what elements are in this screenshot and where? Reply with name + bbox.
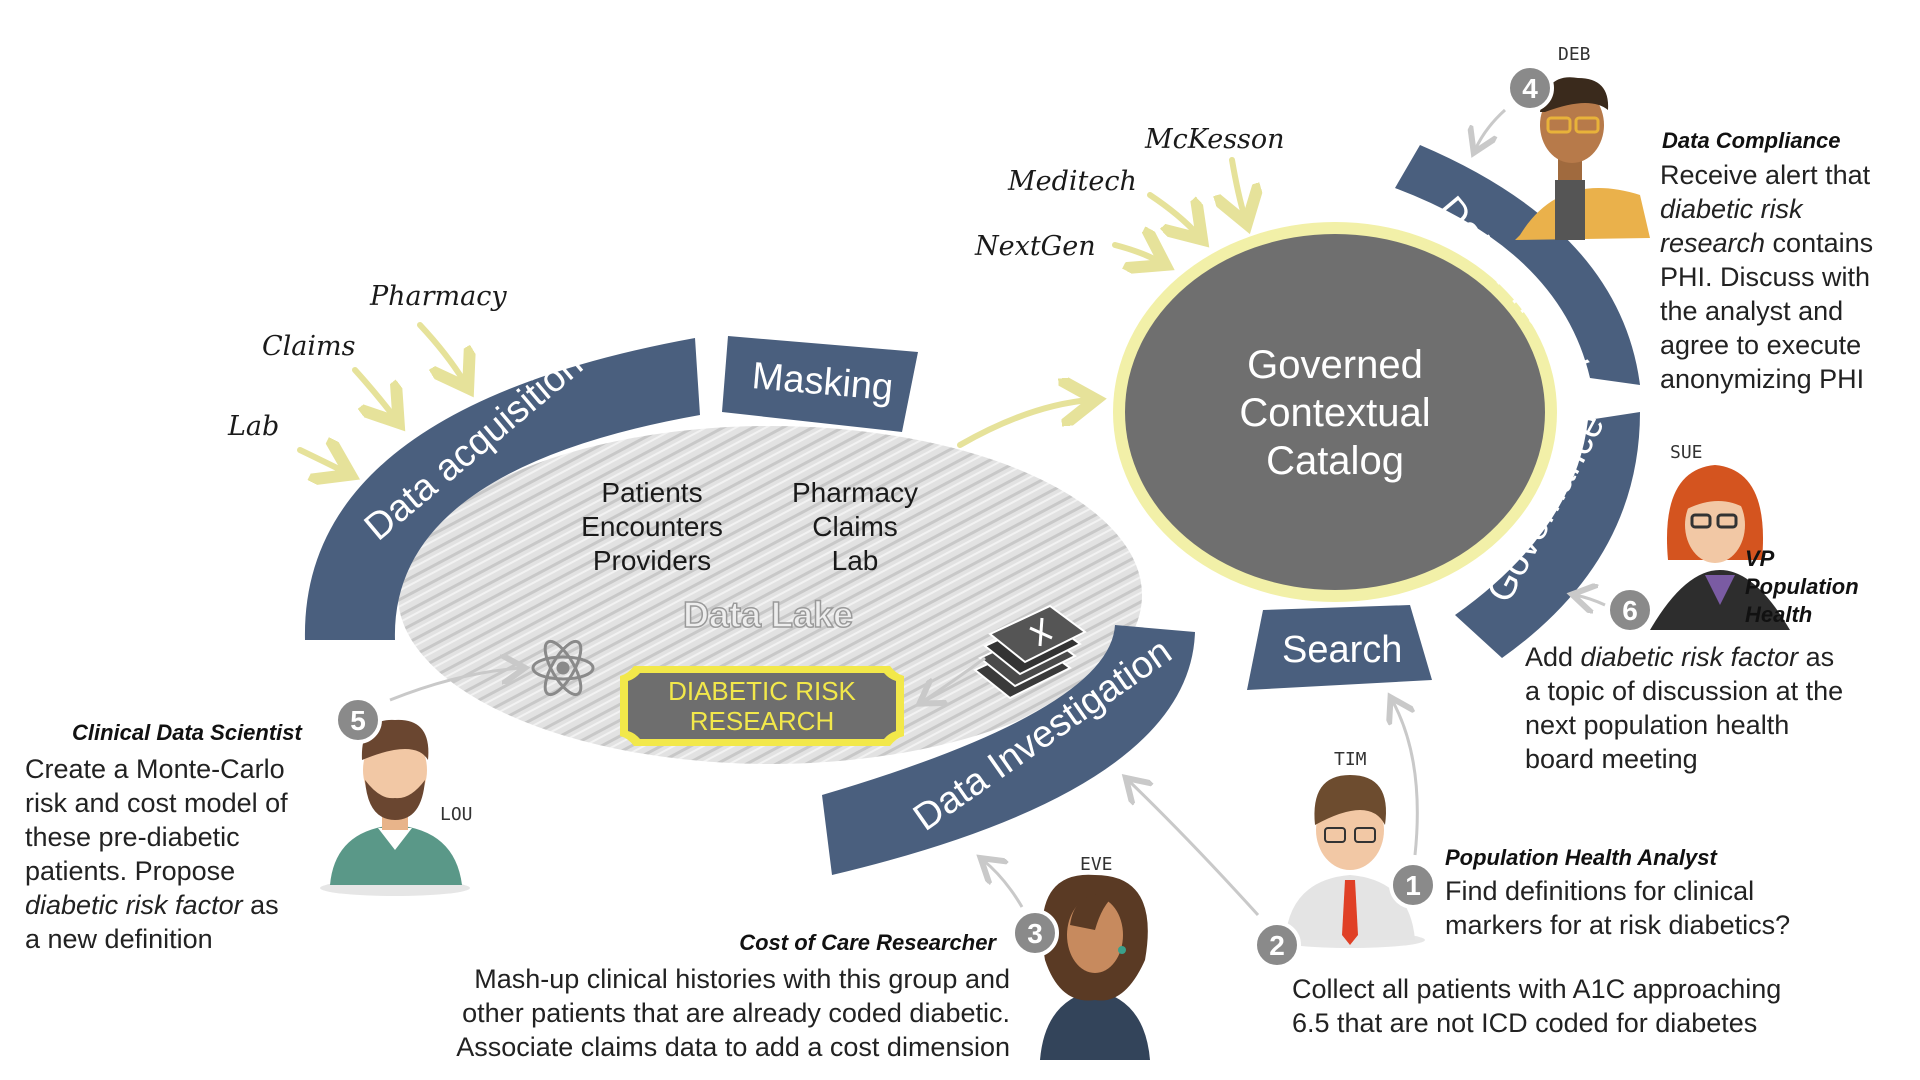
step-6-badge: 6: [1606, 586, 1654, 634]
desc-emphasis: diabetic risk: [1660, 194, 1803, 224]
step-3-badge: 3: [1011, 909, 1059, 957]
desc-line: Create a Monte-Carlo: [25, 754, 285, 784]
desc-line: agree to execute: [1660, 330, 1862, 360]
source-mckesson: McKesson: [1144, 124, 1285, 155]
person-tim-name: TIM: [1334, 749, 1367, 770]
source-pharmacy: Pharmacy: [369, 281, 507, 312]
desc-line: other patients that are already coded di…: [462, 998, 1010, 1028]
document-stack-icon: [973, 604, 1087, 700]
step-1-number: 1: [1405, 870, 1421, 901]
atom-icon: [531, 639, 595, 697]
desc-line: research contains: [1660, 226, 1873, 260]
person-deb-name: DEB: [1558, 44, 1591, 65]
badge-line1: DIABETIC RISK: [668, 676, 856, 706]
catalog-line3: Catalog: [1266, 439, 1404, 483]
desc-text: contains: [1765, 228, 1874, 258]
search-label: Search: [1282, 629, 1402, 671]
desc-line: 6.5 that are not ICD coded for diabetes: [1292, 1008, 1758, 1038]
role-data-compliance-desc: Receive alert that diabetic risk researc…: [1660, 158, 1873, 396]
desc-text: Add: [1525, 642, 1581, 672]
vp-title-line: Health: [1745, 602, 1813, 627]
vp-title-line: VP: [1745, 546, 1775, 571]
lake-col2-item: Lab: [832, 545, 879, 576]
desc-line: diabetic risk: [1660, 192, 1873, 226]
desc-line: patients. Propose: [25, 856, 236, 886]
vp-title-line: Population: [1745, 574, 1859, 599]
step-1-badge: 1: [1389, 861, 1437, 909]
desc-text: as: [1798, 642, 1835, 672]
person-eve-name: EVE: [1080, 854, 1113, 875]
connector-arrows: [389, 108, 1606, 917]
role-vp-desc: Add diabetic risk factor as a topic of d…: [1525, 640, 1843, 776]
badge-line2: RESEARCH: [690, 706, 834, 736]
role-scientist-desc: Create a Monte-Carlo risk and cost model…: [25, 752, 288, 956]
step-4-number: 4: [1522, 73, 1538, 104]
desc-line: next population health: [1525, 710, 1790, 740]
step-5-number: 5: [350, 705, 366, 736]
desc-line: Associate claims data to add a cost dime…: [456, 1032, 1010, 1062]
desc-text: as: [242, 890, 279, 920]
role-scientist-title: Clinical Data Scientist: [72, 720, 302, 745]
desc-emphasis: diabetic risk factor: [25, 890, 243, 920]
desc-line: Find definitions for clinical: [1445, 876, 1755, 906]
desc-line: these pre-diabetic: [25, 822, 240, 852]
diabetic-risk-badge: DIABETIC RISK RESEARCH: [620, 666, 904, 746]
desc-line: a new definition: [25, 924, 213, 954]
desc-line: diabetic risk factor as: [25, 888, 288, 922]
desc-line: markers for at risk diabetics?: [1445, 910, 1791, 940]
catalog-line2: Contextual: [1239, 391, 1430, 435]
desc-line: Receive alert that: [1660, 160, 1871, 190]
role-researcher-desc: Mash-up clinical histories with this gro…: [456, 962, 1010, 1064]
governed-catalog: Governed Contextual Catalog: [1113, 222, 1557, 602]
step-4-badge: 4: [1506, 64, 1554, 112]
step-3-number: 3: [1027, 918, 1043, 949]
source-lab: Lab: [227, 411, 279, 442]
step-5-badge: 5: [334, 696, 382, 744]
step-6-number: 6: [1622, 595, 1638, 626]
source-meditech: Meditech: [1007, 166, 1137, 197]
lake-col2-item: Pharmacy: [792, 477, 918, 508]
desc-line: Collect all patients with A1C approachin…: [1292, 974, 1782, 1004]
role-analyst-desc: Find definitions for clinical markers fo…: [1445, 874, 1790, 942]
desc-line: PHI. Discuss with: [1660, 262, 1871, 292]
catalog-line1: Governed: [1247, 343, 1423, 387]
desc-line: Add diabetic risk factor as: [1525, 640, 1843, 674]
data-lake-title: Data Lake: [683, 594, 853, 635]
role-analyst-title: Population Health Analyst: [1445, 845, 1717, 870]
person-eve-avatar: [1040, 874, 1150, 1060]
desc-line: board meeting: [1525, 744, 1698, 774]
role-researcher-title: Cost of Care Researcher: [739, 930, 996, 955]
person-deb-avatar: [1515, 77, 1650, 240]
desc-emphasis: diabetic risk factor: [1580, 642, 1799, 672]
source-nextgen: NextGen: [974, 231, 1096, 262]
segment-masking: Masking: [722, 336, 918, 432]
source-arrows: [297, 157, 1245, 472]
person-sue-avatar: [1650, 465, 1790, 630]
desc-line: Mash-up clinical histories with this gro…: [474, 964, 1010, 994]
lake-col1-item: Patients: [601, 477, 702, 508]
desc-emphasis: research: [1660, 228, 1766, 258]
desc-line: the analyst and: [1660, 296, 1844, 326]
desc-line: anonymizing PHI: [1660, 364, 1865, 394]
segment-search: Search: [1247, 605, 1432, 690]
step-2-badge: 2: [1253, 921, 1301, 969]
person-tim-avatar: [1275, 775, 1425, 948]
desc-line: risk and cost model of: [25, 788, 288, 818]
person-sue-name: SUE: [1670, 442, 1703, 463]
lake-col1-item: Providers: [593, 545, 711, 576]
lake-col2-item: Claims: [812, 511, 898, 542]
desc-line: a topic of discussion at the: [1525, 676, 1844, 706]
lake-col1-item: Encounters: [581, 511, 723, 542]
role-data-compliance-title: Data Compliance: [1662, 128, 1841, 153]
data-lake: Patients Encounters Providers Pharmacy C…: [392, 420, 1148, 770]
step-2-number: 2: [1269, 930, 1285, 961]
source-claims: Claims: [262, 331, 356, 362]
person-lou-name: LOU: [440, 804, 473, 825]
role-vp-title: VP Population Health: [1745, 545, 1859, 629]
step-2-desc: Collect all patients with A1C approachin…: [1292, 972, 1781, 1040]
person-lou-avatar: [320, 719, 470, 896]
